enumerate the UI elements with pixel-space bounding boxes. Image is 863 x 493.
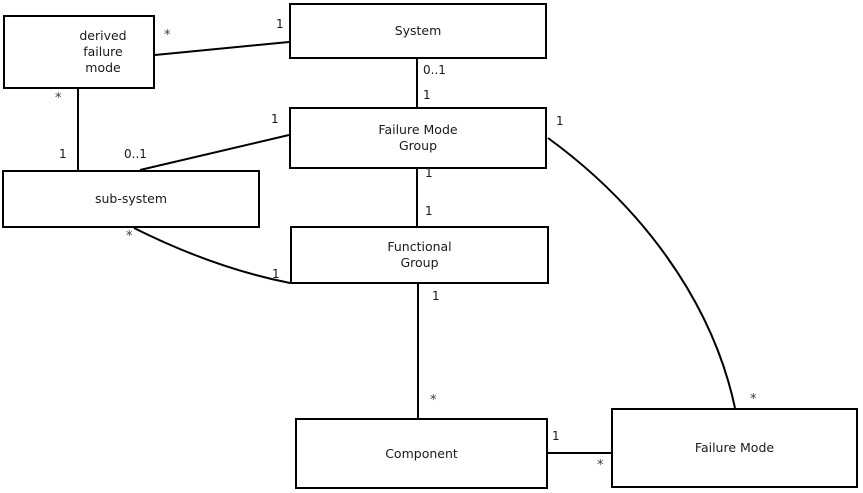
association-line-derived-failure-mode-system	[154, 41, 290, 56]
multiplicity-failure-mode-group-to-system: 1	[423, 88, 431, 102]
multiplicity-system-to-failure-mode-group: 0..1	[423, 63, 446, 77]
class-label-derived-failure-mode: derived failure mode	[79, 28, 127, 75]
class-box-functional-group[interactable]: Functional Group	[290, 226, 549, 284]
class-label-functional-group: Functional Group	[387, 239, 452, 270]
multiplicity-sub-system-to-derived-failure-mode: 1	[59, 147, 67, 161]
class-label-system: System	[394, 23, 442, 38]
class-label-component: Component	[385, 445, 458, 461]
multiplicity-system-to-derived-failure-mode: 1	[276, 17, 284, 31]
multiplicity-component-to-failure-mode: 1	[552, 429, 560, 443]
class-box-sub-system[interactable]: sub-system	[2, 170, 260, 228]
multiplicity-failure-mode-group-to-sub-system: 1	[271, 112, 279, 126]
class-label-failure-mode-group: Failure Mode Group	[378, 122, 458, 153]
multiplicity-failure-mode-to-component: *	[597, 458, 604, 473]
multiplicity-failure-mode-group-to-functional-group: 1	[425, 166, 433, 180]
multiplicity-component-to-functional-group: *	[430, 393, 437, 408]
multiplicity-sub-system-to-functional-group: *	[126, 229, 133, 244]
multiplicity-failure-mode-to-failure-mode-group: *	[750, 392, 757, 407]
class-label-sub-system: sub-system	[94, 191, 168, 206]
multiplicity-failure-mode-group-to-failure-mode: 1	[556, 114, 564, 128]
multiplicity-functional-group-to-component: 1	[432, 289, 440, 303]
multiplicity-derived-failure-mode-to-system: *	[164, 28, 171, 43]
class-box-system[interactable]: System	[289, 3, 547, 59]
association-line-sub-system-functional-group	[133, 227, 291, 284]
multiplicity-functional-group-to-failure-mode-group: 1	[425, 204, 433, 218]
class-box-failure-mode[interactable]: Failure Mode	[611, 408, 858, 488]
class-label-failure-mode: Failure Mode	[694, 440, 775, 455]
multiplicity-functional-group-to-sub-system: 1	[272, 267, 280, 281]
class-box-derived-failure-mode[interactable]: derived failure mode	[3, 15, 155, 89]
association-line-sub-system-failure-mode-group	[139, 134, 290, 171]
association-line-failure-mode-group-failure-mode	[547, 137, 736, 409]
multiplicity-derived-failure-mode-to-sub-system: *	[55, 91, 62, 106]
class-box-component[interactable]: Component	[295, 418, 548, 489]
multiplicity-sub-system-to-failure-mode-group: 0..1	[124, 147, 147, 161]
class-box-failure-mode-group[interactable]: Failure Mode Group	[289, 107, 547, 169]
